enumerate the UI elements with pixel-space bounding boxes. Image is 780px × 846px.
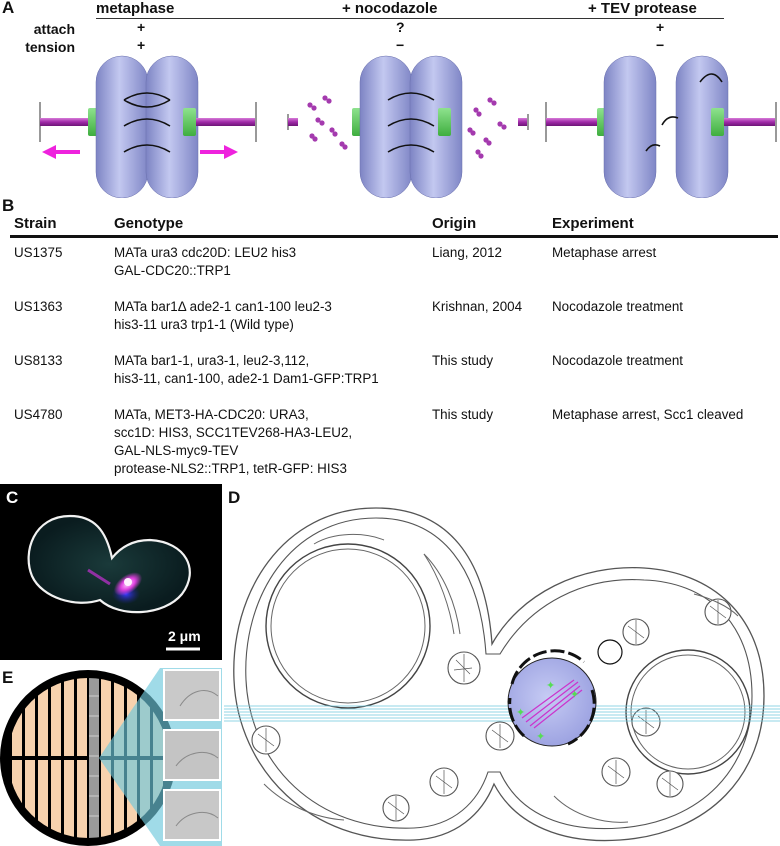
- genotype-line: scc1D: HIS3, SCC1TEV268-HA3-LEU2,: [114, 425, 353, 440]
- vesicle: [597, 639, 623, 665]
- cohesin-ring: [123, 144, 171, 153]
- genotype-line: MATa ura3 cdc20D: LEU2 his3: [114, 245, 297, 260]
- nocodazole-tension-sign: −: [396, 37, 405, 53]
- chromosome-diagram: [39, 55, 777, 198]
- lamella-tiles: [163, 669, 221, 841]
- cohesin-ring: [123, 92, 171, 101]
- table-rule: [10, 235, 778, 238]
- origin-cell: This study: [432, 407, 494, 422]
- header-origin: Origin: [432, 215, 477, 232]
- nocodazole-title: + nocodazole: [342, 0, 438, 17]
- genotype-line: his3-11 ura3 trp1-1 (Wild type): [114, 317, 294, 332]
- fluorescence-micrograph: [0, 484, 222, 660]
- tension-label: tension: [25, 39, 75, 55]
- origin-cell: Krishnan, 2004: [432, 299, 523, 314]
- yeast-cell-schematic: ✦ ✦ ✦ ✦: [224, 507, 780, 842]
- microtubule: [196, 118, 256, 126]
- genotype-line: MATa, MET3-HA-CDC20: URA3,: [114, 407, 309, 422]
- metaphase-schematic: [39, 55, 257, 198]
- genotype-line: his3-11, can1-100, ade2-1 Dam1-GFP:TRP1: [114, 371, 379, 386]
- header-strain: Strain: [14, 215, 57, 232]
- strain-cell: US1375: [14, 245, 63, 260]
- tev-schematic: [545, 55, 777, 198]
- nocodazole-schematic: [287, 55, 529, 198]
- nuclear-envelope: [510, 649, 585, 685]
- metaphase-tension-sign: +: [137, 37, 146, 53]
- panel-d-label: D: [228, 488, 241, 507]
- tev-protease-title: + TEV protease: [588, 0, 697, 17]
- header-genotype: Genotype: [114, 215, 184, 232]
- metaphase-attach-sign: +: [137, 19, 146, 35]
- strain-cell: US8133: [14, 353, 63, 368]
- svg-text:✦: ✦: [570, 689, 579, 701]
- title-underline: [96, 18, 724, 19]
- experiment-cell: Nocodazole treatment: [552, 353, 684, 368]
- svg-text:✦: ✦: [536, 731, 545, 743]
- sister-chromatid: [145, 55, 199, 198]
- genotype-line: protease-NLS2::TRP1, tetR-GFP: HIS3: [114, 461, 347, 476]
- sister-chromatid: [95, 55, 149, 198]
- tev-attach-sign: +: [656, 19, 665, 35]
- grid-bar: [89, 678, 99, 838]
- experiment-cell: Nocodazole treatment: [552, 299, 684, 314]
- fib-lamella: [224, 705, 780, 722]
- scale-bar-label: 2 μm: [168, 628, 201, 644]
- experiment-cell: Metaphase arrest: [552, 245, 657, 260]
- strain-cell: US4780: [14, 407, 63, 422]
- mother-vacuole: [265, 543, 431, 709]
- er-strands: [263, 533, 739, 823]
- header-experiment: Experiment: [552, 215, 634, 232]
- tev-tension-sign: −: [656, 37, 665, 53]
- panel-b-label: B: [2, 196, 15, 215]
- panel-c-label: C: [6, 488, 19, 507]
- svg-text:✦: ✦: [516, 707, 525, 719]
- tubulin-dimers: [307, 95, 507, 159]
- panel-e-label: E: [2, 668, 14, 687]
- em-grid-schematic: [0, 668, 222, 846]
- genotype-line: MATa bar1Δ ade2-1 can1-100 leu2-3: [114, 299, 332, 314]
- cell-outline: [27, 514, 191, 614]
- experiment-cell: Metaphase arrest, Scc1 cleaved: [552, 407, 744, 422]
- genotype-line: MATa bar1-1, ura3-1, leu2-3,112,: [114, 353, 310, 368]
- origin-cell: This study: [432, 353, 494, 368]
- panel-a-label: A: [2, 0, 15, 17]
- nocodazole-attach-sign: ?: [396, 19, 405, 35]
- cohesin-ring: [123, 118, 171, 127]
- metaphase-title: metaphase: [96, 0, 175, 17]
- kinetochore: [183, 108, 196, 136]
- kinetochore-stars: ✦ ✦ ✦ ✦: [516, 680, 579, 743]
- genotype-line: GAL-NLS-myc9-TEV: [114, 443, 239, 458]
- cleaved-cohesin: [661, 116, 679, 126]
- svg-text:✦: ✦: [546, 680, 555, 692]
- genotype-line: GAL-CDC20::TRP1: [114, 263, 231, 278]
- origin-cell: Liang, 2012: [432, 245, 502, 260]
- microtubule: [40, 118, 96, 126]
- attach-label: attach: [33, 21, 75, 37]
- strain-cell: US1363: [14, 299, 63, 314]
- spindle-microtubules: [521, 679, 583, 729]
